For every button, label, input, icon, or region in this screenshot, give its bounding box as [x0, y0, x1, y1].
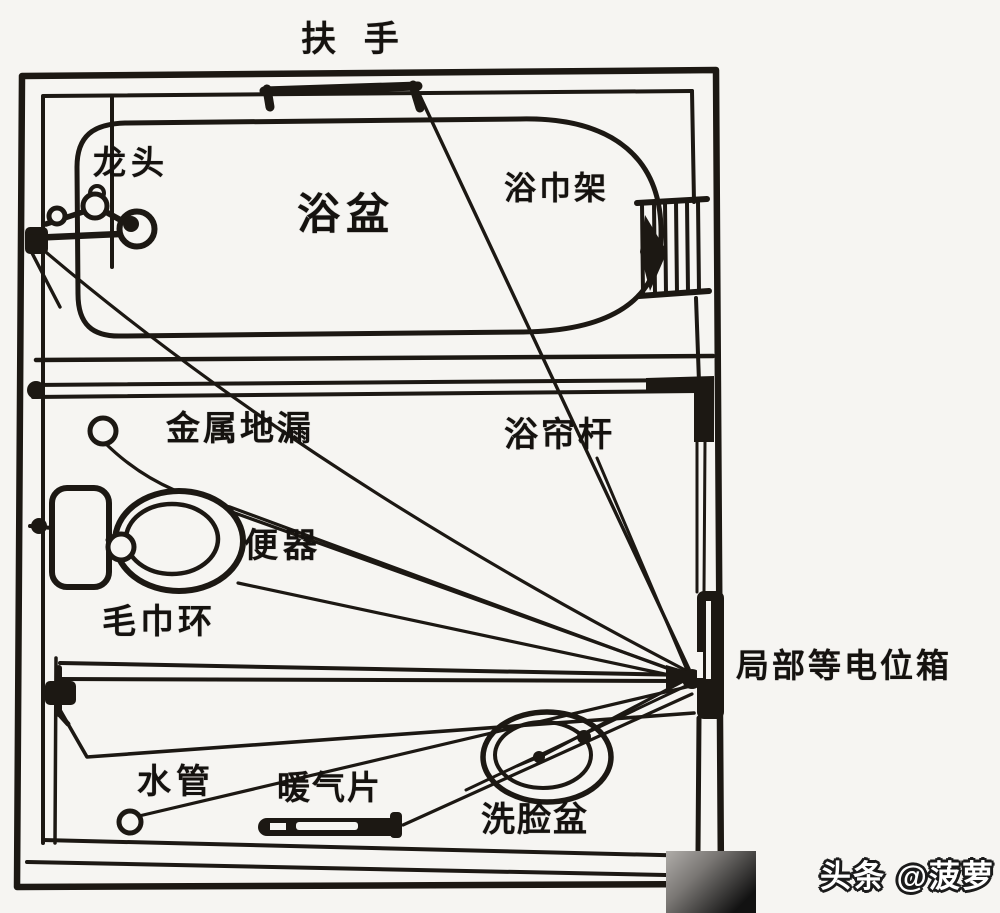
handrail-bar — [259, 80, 425, 113]
label-radiator: 暖气片 — [277, 769, 382, 806]
label-washbasin: 洗脸盆 — [481, 801, 589, 839]
toilet-outline — [28, 485, 246, 594]
curtain-rod — [27, 376, 714, 442]
label-curtain-rod: 浴帘杆 — [504, 416, 615, 454]
label-water-pipe: 水管 — [137, 763, 215, 801]
water-pipe-circle — [116, 808, 144, 836]
watermark-text: 头条 @菠萝 — [820, 859, 995, 894]
faucet-assembly — [25, 184, 158, 254]
washbasin-outline — [480, 709, 614, 805]
floor-drain-circle — [87, 415, 119, 447]
label-equipotential-box: 局部等电位箱 — [736, 647, 952, 684]
rod-wall-junction — [646, 376, 714, 442]
watermark-gradient-block — [666, 851, 756, 913]
label-handrail: 扶 手 — [301, 20, 408, 59]
bathtub-outline — [33, 116, 716, 363]
tub-front-floor-line — [33, 353, 716, 363]
label-bathtub: 浴盆 — [297, 191, 395, 239]
label-towel-ring: 毛巾环 — [102, 603, 216, 641]
towel-rack-frame — [634, 196, 712, 299]
label-faucet: 龙头 — [93, 144, 169, 181]
label-towel-rack: 浴巾架 — [504, 170, 610, 206]
inner-wall-left-top — [41, 89, 694, 845]
label-toilet: 便器 — [244, 527, 322, 565]
radiator-shape — [258, 812, 402, 838]
inner-wall-bottom — [41, 838, 702, 858]
equipotential-box-shape — [666, 591, 724, 719]
label-floor-drain: 金属地漏 — [166, 410, 314, 448]
towel-ring-fixture — [45, 665, 76, 727]
